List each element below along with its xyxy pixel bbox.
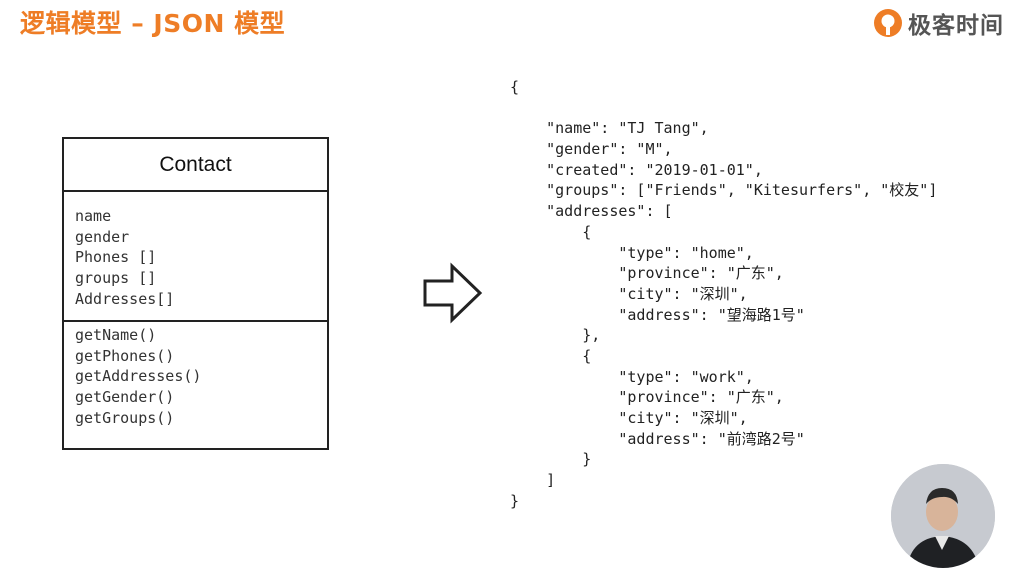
uml-attribute: name bbox=[75, 207, 112, 225]
code-line: "name": "TJ Tang", bbox=[510, 119, 709, 138]
geektime-logo-icon bbox=[872, 7, 904, 39]
code-line: "addresses": [ bbox=[510, 202, 673, 221]
uml-attribute: groups [] bbox=[75, 269, 157, 288]
code-line bbox=[510, 98, 937, 119]
uml-method: getName() bbox=[75, 326, 157, 344]
code-line: "type": "work", bbox=[510, 367, 754, 386]
code-line: "type": "home", bbox=[510, 243, 754, 262]
code-line: "province": "广东", bbox=[510, 388, 784, 407]
uml-attributes: name gender Phones [] groups [] Addresse… bbox=[64, 192, 327, 322]
uml-attribute: Addresses[] bbox=[75, 289, 175, 308]
uml-method: getGroups() bbox=[75, 408, 175, 427]
code-line: { bbox=[510, 222, 592, 241]
right-arrow-outline-icon bbox=[422, 262, 484, 328]
uml-class-box: Contact name gender Phones [] groups [] … bbox=[62, 137, 329, 450]
uml-method: getAddresses() bbox=[75, 367, 202, 386]
slide-title: 逻辑模型 – JSON 模型 bbox=[20, 9, 286, 38]
code-line: }, bbox=[510, 326, 601, 345]
code-line: "created": "2019-01-01", bbox=[510, 160, 763, 179]
uml-attribute: Phones [] bbox=[75, 248, 157, 267]
code-line: } bbox=[510, 450, 592, 469]
brand: 极客时间 bbox=[872, 6, 1004, 40]
code-line: { bbox=[510, 78, 520, 96]
code-line: "address": "望海路1号" bbox=[510, 305, 805, 324]
code-line: "groups": ["Friends", "Kitesurfers", "校友… bbox=[510, 181, 938, 200]
uml-attribute: gender bbox=[75, 227, 130, 246]
code-line: "gender": "M", bbox=[510, 140, 673, 159]
uml-method: getPhones() bbox=[75, 346, 175, 365]
presenter-video bbox=[891, 464, 995, 568]
json-code-block: { "name": "TJ Tang", "gender": "M", "cre… bbox=[510, 77, 937, 511]
code-line: { bbox=[510, 346, 592, 365]
code-line: ] bbox=[510, 471, 556, 490]
uml-methods: getName() getPhones() getAddresses() get… bbox=[64, 322, 327, 429]
code-line: "province": "广东", bbox=[510, 264, 784, 283]
code-line: } bbox=[510, 491, 520, 510]
brand-name: 极客时间 bbox=[908, 13, 1004, 39]
uml-class-name: Contact bbox=[64, 139, 327, 192]
code-line: "address": "前湾路2号" bbox=[510, 429, 805, 448]
uml-method: getGender() bbox=[75, 388, 175, 407]
code-line: "city": "深圳", bbox=[510, 409, 748, 427]
code-line: "city": "深圳", bbox=[510, 284, 748, 303]
